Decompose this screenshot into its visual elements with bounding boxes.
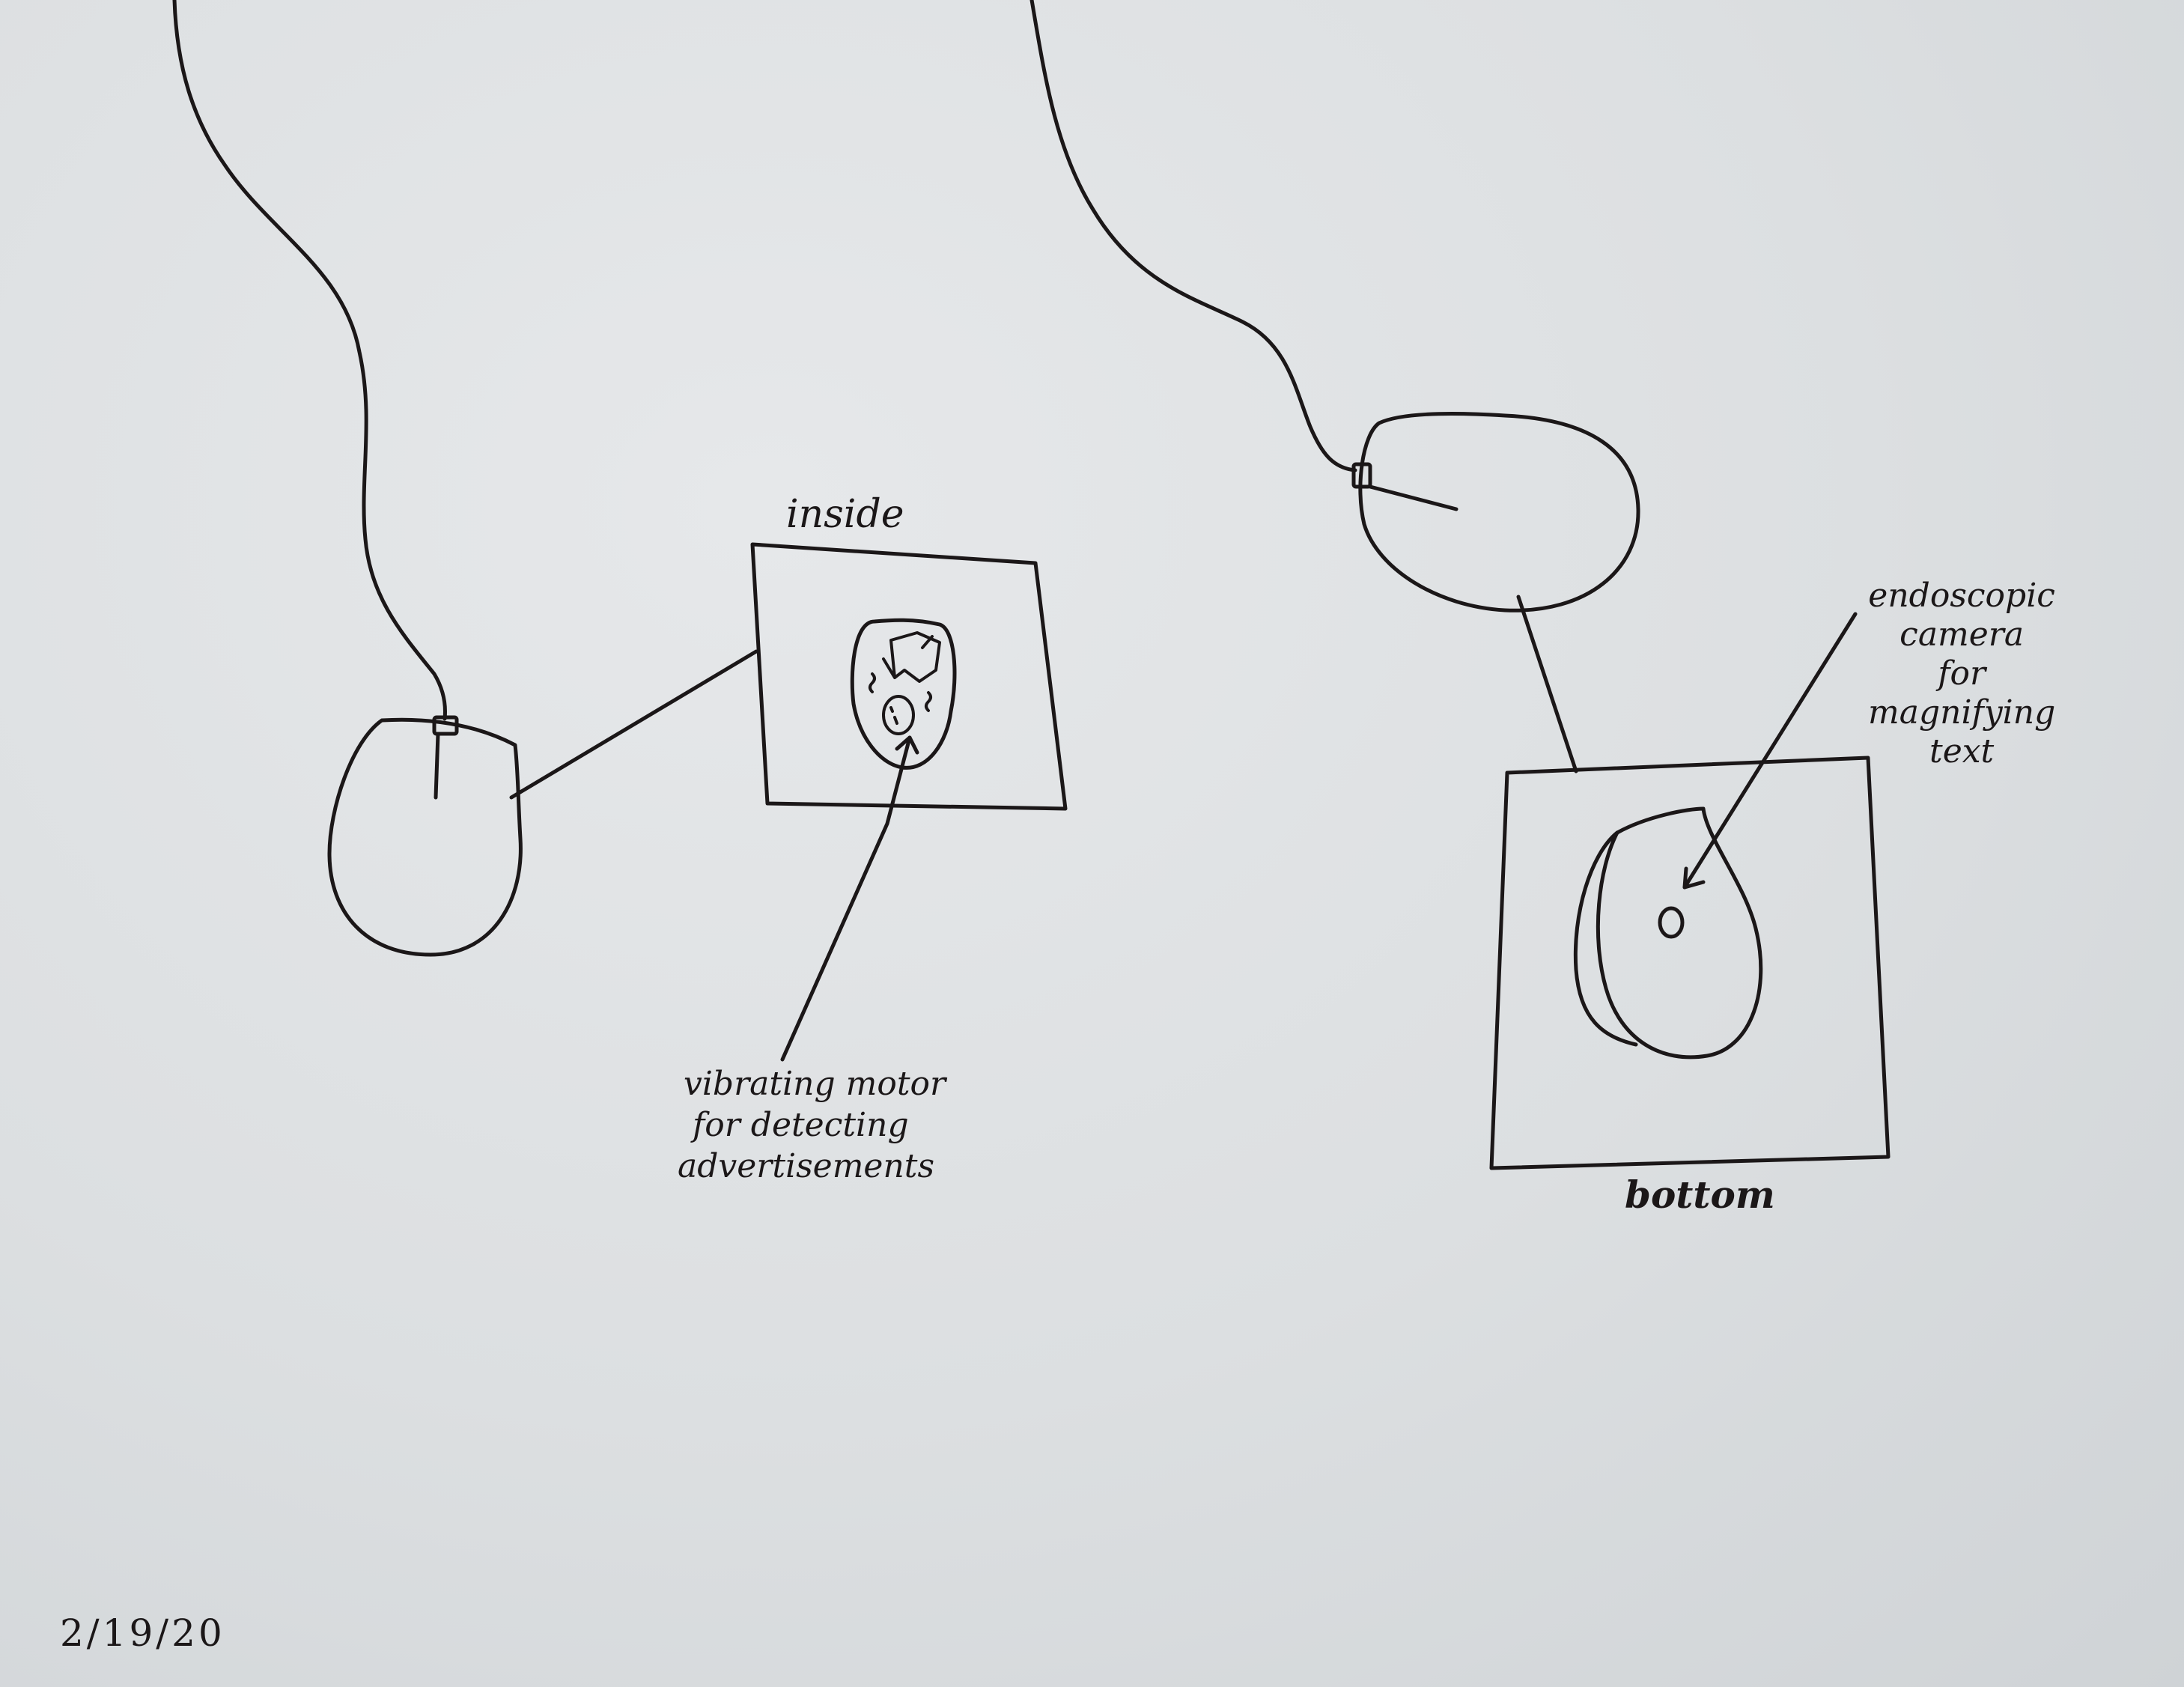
camera-pointer-line	[1682, 612, 1858, 890]
date-label: 2/19/20	[60, 1611, 225, 1655]
motor-face	[889, 706, 898, 725]
right-mouse-divider	[1368, 484, 1458, 511]
right-mouse-body	[1358, 412, 1640, 613]
right-mouse-cable	[1029, 0, 1357, 472]
camera-label-line-4: magnifying	[1868, 693, 2056, 732]
left-mouse-cable	[172, 0, 447, 721]
vibrating-motor-label: vibrating motor for detecting advertisem…	[678, 1063, 946, 1187]
motor-pointer-line	[780, 735, 912, 1062]
right-connector-line	[1516, 595, 1578, 773]
bottom-mouse-depth	[1573, 830, 1638, 1047]
endoscopic-camera-label: endoscopic camera for magnifying text	[1868, 577, 2055, 771]
camera-lens-icon	[1658, 906, 1685, 939]
left-mouse-body	[327, 717, 523, 957]
camera-label-line-2: camera	[1899, 615, 2025, 654]
camera-arrowhead	[1682, 866, 1706, 890]
inside-mouse-outline	[850, 618, 957, 770]
motor-label-line-1: vibrating motor	[684, 1065, 946, 1103]
bottom-box	[1489, 756, 1891, 1170]
camera-label-line-1: endoscopic	[1868, 577, 2055, 615]
vibration-marks	[869, 672, 932, 712]
left-mouse-divider	[434, 732, 440, 800]
camera-label-line-5: text	[1929, 732, 1995, 770]
bottom-label: bottom	[1625, 1173, 1775, 1217]
motor-arrowhead	[895, 735, 919, 755]
motor-bottom-part	[882, 695, 915, 735]
motor-label-line-2: for detecting	[693, 1106, 909, 1144]
motor-label-line-3: advertisements	[678, 1147, 935, 1185]
inside-box	[750, 542, 1068, 811]
inside-label: inside	[786, 492, 904, 537]
motor-icon	[882, 631, 941, 683]
left-connector-line	[509, 649, 758, 800]
camera-label-line-3: for	[1938, 654, 1986, 693]
bottom-mouse-outline	[1596, 806, 1763, 1060]
